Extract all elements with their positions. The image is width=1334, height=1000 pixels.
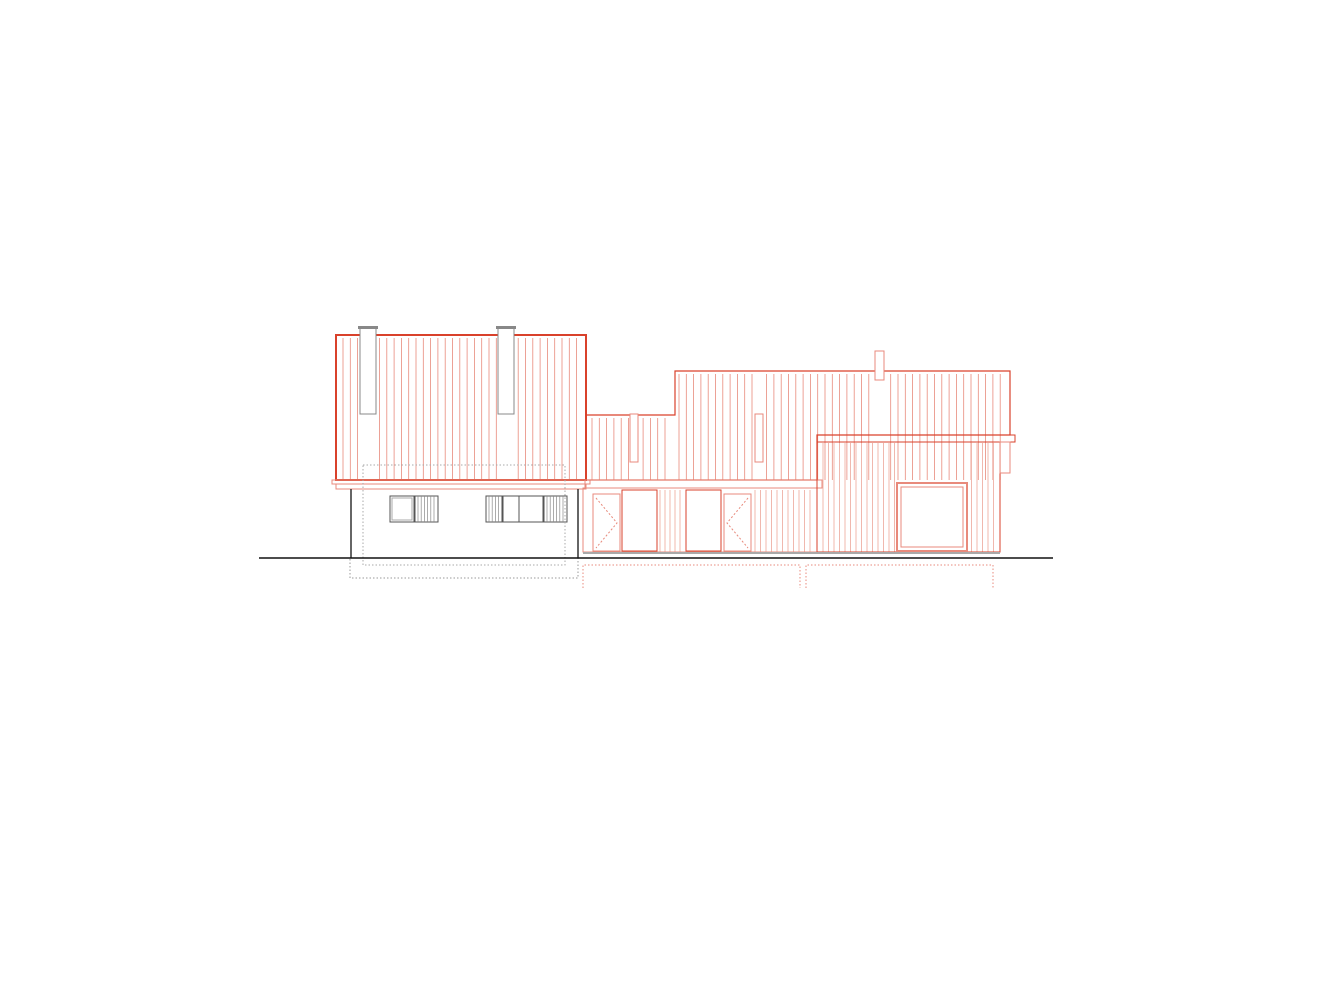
panel-2 (685, 489, 722, 552)
door-2 (723, 493, 752, 552)
wall-cladding-lines (659, 443, 994, 552)
left-fascia (335, 483, 587, 490)
shutters (414, 495, 568, 523)
chimney-right (497, 327, 515, 415)
vent-pipe-2 (754, 413, 764, 463)
large-window-inner (900, 486, 964, 548)
vent-pipe-3 (874, 350, 885, 381)
panel-1 (621, 489, 658, 552)
shutter (414, 495, 439, 523)
chimney-right-cap (496, 326, 516, 329)
middle-right-roof-outline (586, 370, 1011, 481)
chimney-left (359, 327, 377, 415)
large-window (896, 482, 968, 552)
window-2 (502, 495, 544, 523)
door-1 (592, 493, 621, 552)
vent-pipe-1 (629, 413, 639, 463)
existing-footprint (362, 464, 566, 566)
right-side-trim (999, 441, 1011, 474)
chimney-left-cap (358, 326, 378, 329)
shutter (485, 495, 503, 523)
shutter (543, 495, 568, 523)
existing-foundation (349, 557, 579, 579)
new-foundation (582, 564, 994, 588)
window-1 (389, 495, 415, 523)
roof-cladding-lines (342, 338, 1001, 480)
middle-eave (584, 479, 823, 489)
